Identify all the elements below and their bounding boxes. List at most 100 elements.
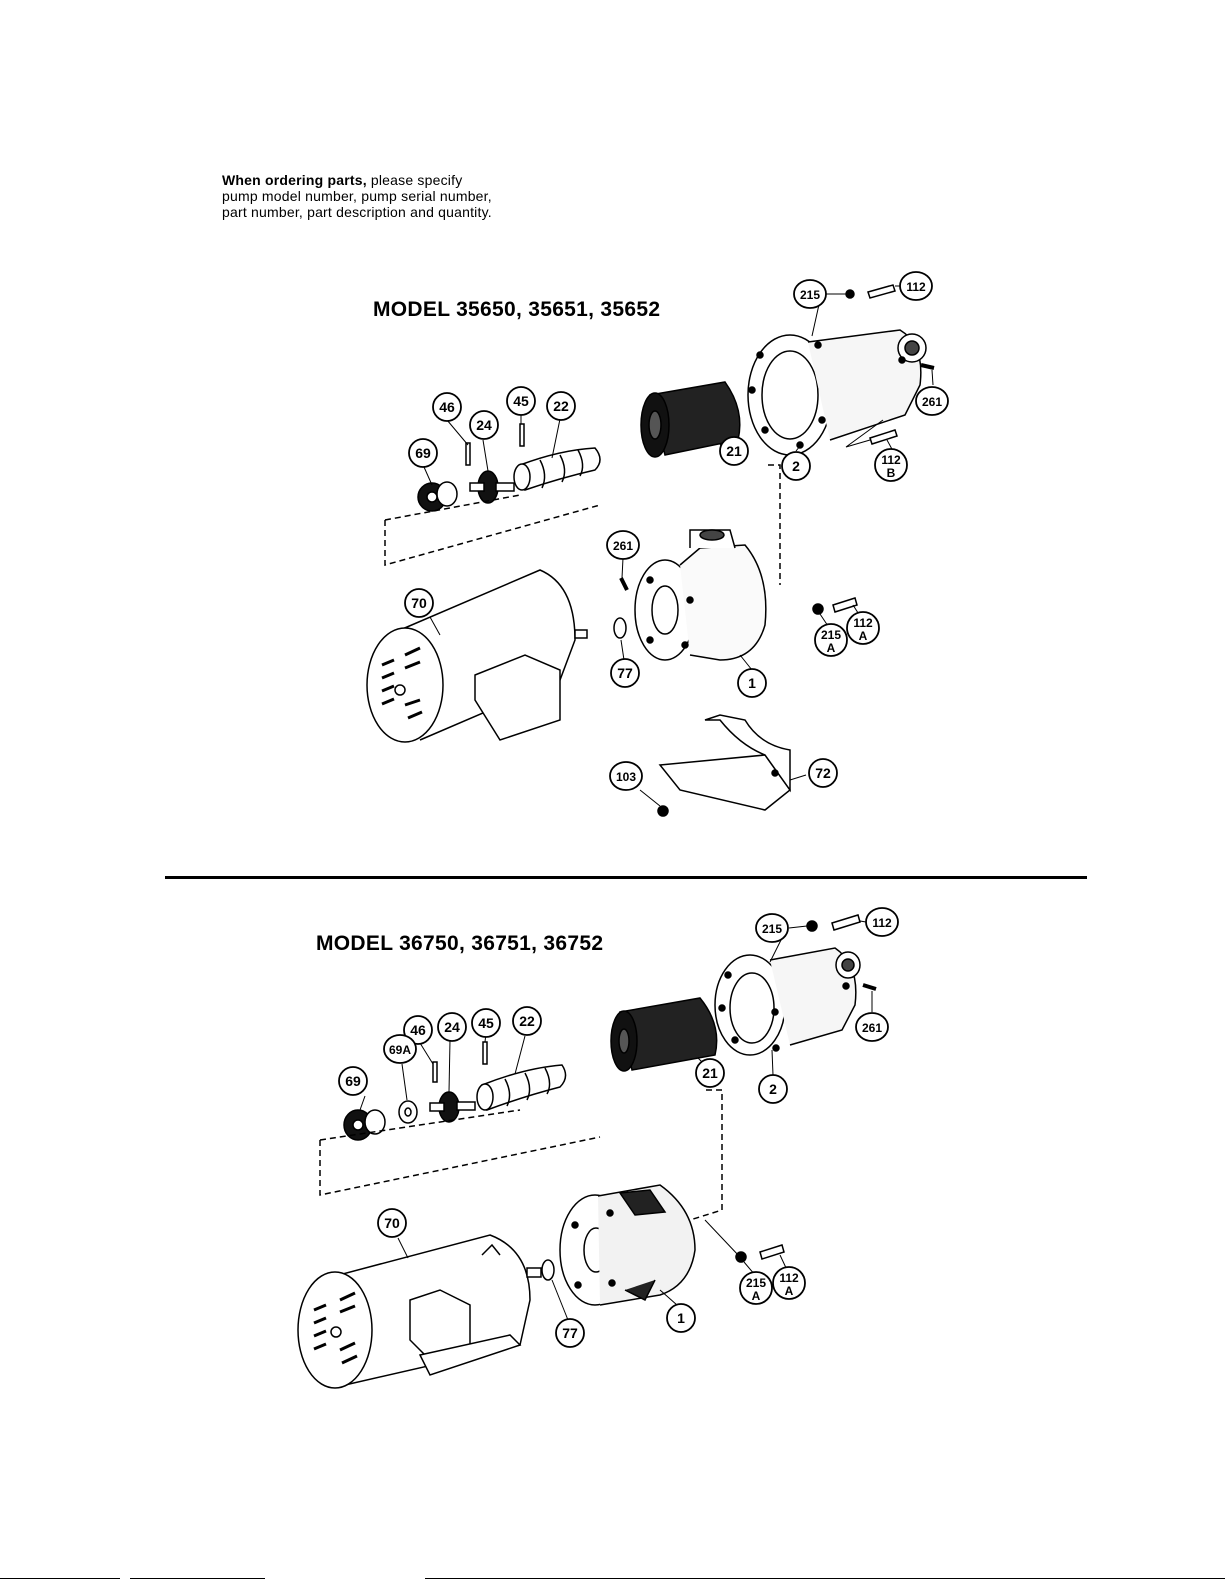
callout-c1-261b: 261 xyxy=(607,531,639,559)
callout-sub-label: B xyxy=(887,466,896,480)
part-pin-46b xyxy=(433,1062,437,1082)
callout-c2-1: 1 xyxy=(667,1304,695,1332)
callout-label: 46 xyxy=(439,399,455,415)
part-plug-261b xyxy=(621,578,627,590)
callout-label: 72 xyxy=(815,765,831,781)
callout-label: 2 xyxy=(792,458,800,474)
callout-label: 24 xyxy=(476,417,492,433)
bottom-rule-mid xyxy=(130,1578,265,1579)
callout-label: 112 xyxy=(906,280,926,294)
callout-c1-46: 46 xyxy=(433,393,461,421)
callout-label: 45 xyxy=(513,393,529,409)
callout-label: 70 xyxy=(384,1215,400,1231)
part-bolt-112 xyxy=(868,285,895,298)
part-impeller-22 xyxy=(514,448,600,490)
part-oring-77 xyxy=(614,618,626,638)
callout-label: 69 xyxy=(415,445,431,461)
callout-c2-69a: 69A xyxy=(384,1035,416,1063)
callout-label: 2 xyxy=(769,1081,777,1097)
callout-c1-72: 72 xyxy=(809,759,837,787)
callout-label: 261 xyxy=(862,1021,882,1035)
part-casing-2 xyxy=(748,330,926,455)
part-washer-215b xyxy=(807,921,817,931)
callout-label: 70 xyxy=(411,595,427,611)
part-bolt-112c xyxy=(832,915,860,930)
callout-c1-69: 69 xyxy=(409,439,437,467)
part-washer-215c xyxy=(736,1252,746,1262)
callout-label: 24 xyxy=(444,1019,460,1035)
callout-c2-215a: 215A xyxy=(740,1272,772,1304)
part-plug-261c xyxy=(863,985,876,989)
diagram1-parts xyxy=(367,285,934,816)
part-pin-46 xyxy=(466,443,470,465)
bottom-rule-left xyxy=(0,1578,120,1579)
diagram2-parts xyxy=(298,915,876,1388)
part-volute-1 xyxy=(635,530,766,660)
callout-sub-label: A xyxy=(752,1289,761,1303)
callout-label: 21 xyxy=(702,1065,718,1081)
callout-label: 1 xyxy=(748,675,756,691)
callout-label: 215 xyxy=(821,628,841,642)
callout-c1-2: 2 xyxy=(782,452,810,480)
callout-c1-77: 77 xyxy=(611,659,639,687)
callout-c2-21: 21 xyxy=(696,1059,724,1087)
part-pin-45b xyxy=(483,1042,487,1064)
callout-c2-261: 261 xyxy=(856,1013,888,1041)
callout-label: 77 xyxy=(562,1325,578,1341)
callout-label: 112 xyxy=(779,1271,799,1285)
callout-c2-112: 112 xyxy=(866,908,898,936)
part-volute-1b xyxy=(560,1185,695,1305)
callout-label: 1 xyxy=(677,1310,685,1326)
callout-c2-45: 45 xyxy=(472,1009,500,1037)
part-motor-70 xyxy=(367,570,587,742)
callout-c1-24: 24 xyxy=(470,411,498,439)
callout-label: 45 xyxy=(478,1015,494,1031)
callout-label: 112 xyxy=(872,916,892,930)
part-impeller-22b xyxy=(477,1065,566,1110)
part-washer-215 xyxy=(846,290,854,298)
part-base-72 xyxy=(660,715,790,810)
callout-label: 21 xyxy=(726,443,742,459)
part-seal-69 xyxy=(418,482,457,511)
callout-label: 261 xyxy=(922,395,942,409)
callout-c1-103: 103 xyxy=(610,762,642,790)
callout-label: 103 xyxy=(616,770,636,784)
callout-c2-22: 22 xyxy=(513,1007,541,1035)
callout-c1-261a: 261 xyxy=(916,387,948,415)
part-bolt-112b xyxy=(870,430,897,444)
callout-c1-215: 215 xyxy=(794,280,826,308)
callout-c2-70: 70 xyxy=(378,1209,406,1237)
part-screen-21b xyxy=(611,998,717,1071)
callout-c2-77: 77 xyxy=(556,1319,584,1347)
callout-label: 69A xyxy=(389,1043,411,1057)
callout-c1-215a: 215A xyxy=(815,624,847,656)
callout-label: 261 xyxy=(613,539,633,553)
callout-sub-label: A xyxy=(827,641,836,655)
part-oring-77b xyxy=(542,1260,554,1280)
part-nut-103 xyxy=(658,806,668,816)
callout-label: 215 xyxy=(746,1276,766,1290)
callout-c1-1: 1 xyxy=(738,669,766,697)
callout-c1-22: 22 xyxy=(547,392,575,420)
part-washer-69a xyxy=(399,1101,417,1123)
callout-sub-label: A xyxy=(859,629,868,643)
callout-label: 215 xyxy=(762,922,782,936)
callout-label: 112 xyxy=(881,453,901,467)
part-washer-215a xyxy=(813,604,823,614)
callout-c2-69: 69 xyxy=(339,1067,367,1095)
callout-label: 112 xyxy=(853,616,873,630)
part-motor-70b xyxy=(298,1235,541,1388)
part-plug-261a xyxy=(921,365,934,368)
callout-c1-45: 45 xyxy=(507,387,535,415)
callout-label: 215 xyxy=(800,288,820,302)
part-gear-24b xyxy=(430,1092,475,1122)
callout-label: 22 xyxy=(519,1013,535,1029)
callout-label: 22 xyxy=(553,398,569,414)
callout-c2-2: 2 xyxy=(759,1075,787,1103)
callout-c1-21: 21 xyxy=(720,437,748,465)
callout-c1-70: 70 xyxy=(405,589,433,617)
part-pin-45 xyxy=(520,424,524,446)
